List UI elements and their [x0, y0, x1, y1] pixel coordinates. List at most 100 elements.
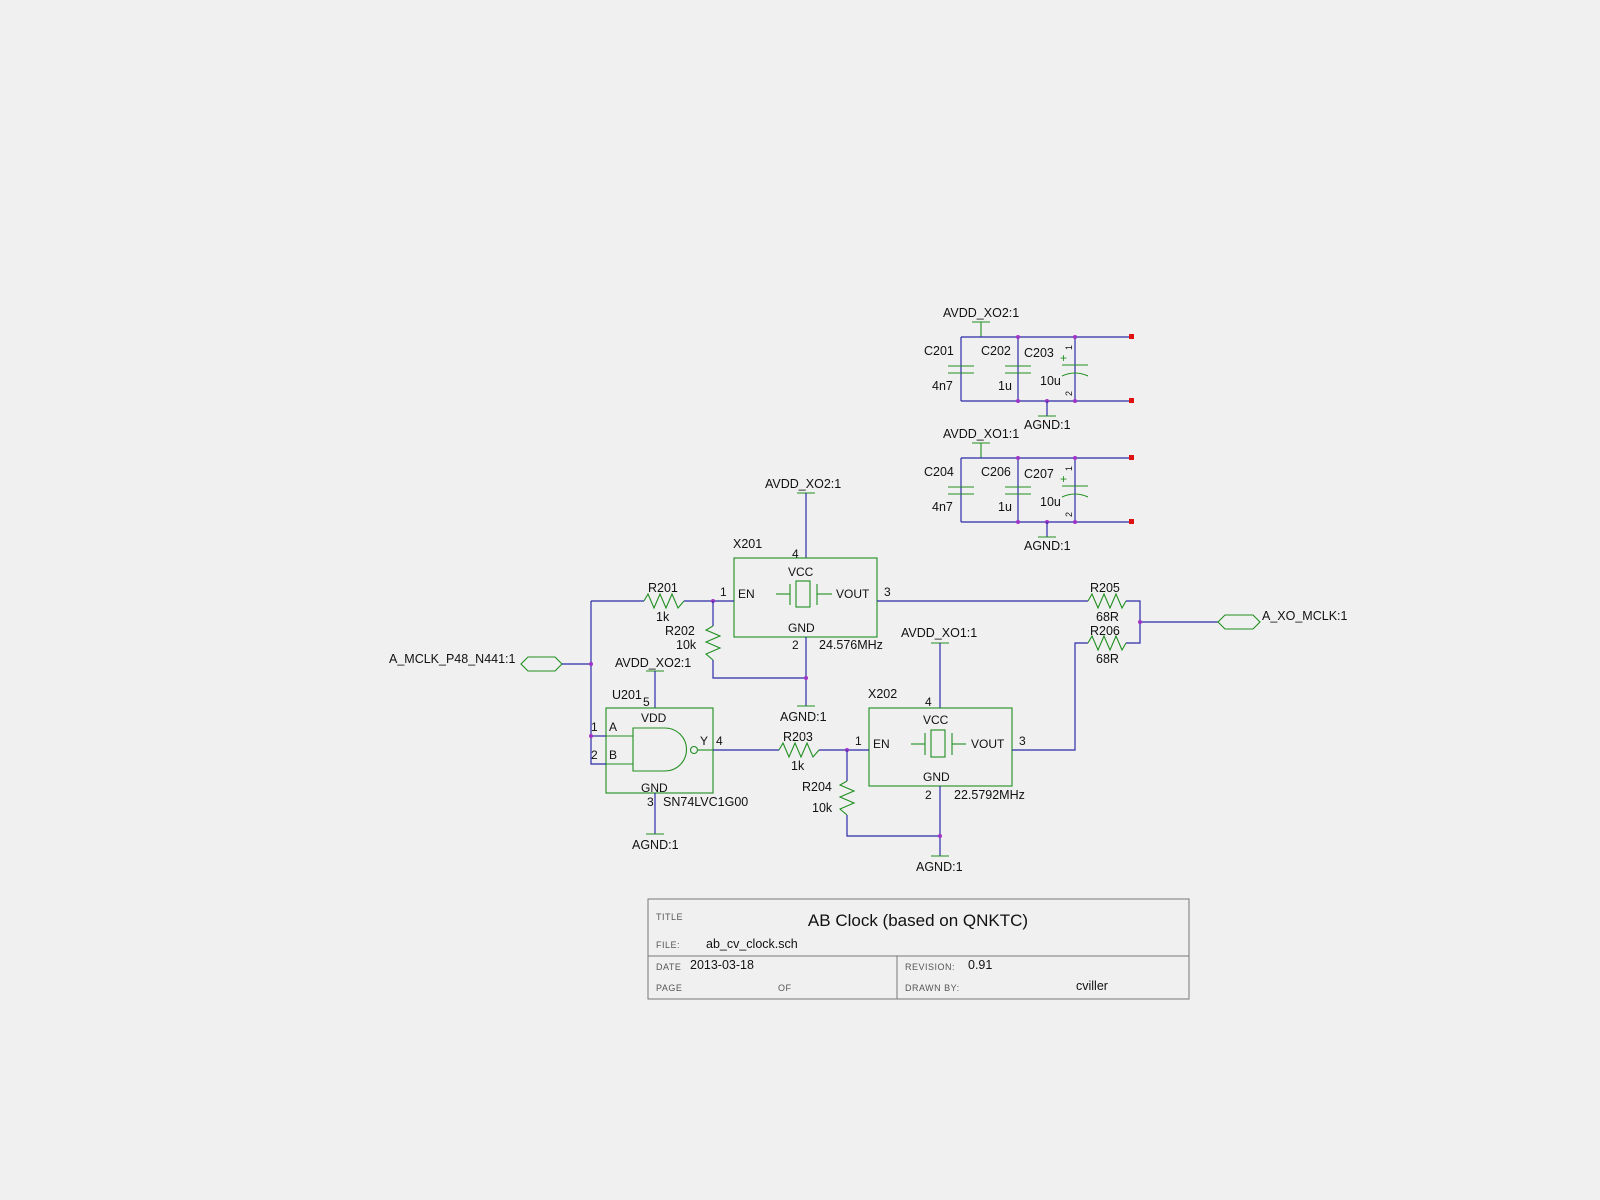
pin-number-c207-1: 1: [1064, 466, 1074, 471]
capacitor-c207: + C207 10u 1 2: [1024, 458, 1089, 522]
value-c203: 10u: [1040, 374, 1061, 388]
ref-x202: X202: [868, 687, 897, 701]
capacitor-c204: C204 4n7: [924, 458, 974, 522]
value-c204: 4n7: [932, 500, 953, 514]
rail-terminal: [1129, 334, 1134, 339]
net-label-agnd-xo2-bank: AGND:1: [1024, 418, 1071, 432]
pin-number-x202-3: 3: [1019, 734, 1026, 748]
value-r206: 68R: [1096, 652, 1119, 666]
pin-number-x201-1: 1: [720, 585, 727, 599]
rail-terminal: [1129, 519, 1134, 524]
net-label-mclk-in: A_MCLK_P48_N441:1: [389, 652, 516, 666]
decoupling-bank-xo2: AVDD_XO2:1 C201 4n7 C202 1u + C: [924, 306, 1134, 432]
drawn-by-value: cviller: [1076, 979, 1108, 993]
value-r203: 1k: [791, 759, 805, 773]
pin-vcc-x201: VCC: [788, 565, 814, 579]
capacitor-c203: + C203 10u 1 2: [1024, 337, 1089, 401]
pin-number-x202-1: 1: [855, 734, 862, 748]
pin-number-c207-2: 2: [1064, 512, 1074, 517]
nand-symbol-icon: [606, 727, 713, 772]
ref-c206: C206: [981, 465, 1011, 479]
page-caption: PAGE: [656, 983, 682, 993]
capacitor-c201: C201 4n7: [924, 337, 974, 401]
capacitor-c206: C206 1u: [981, 458, 1031, 522]
net-label-avdd-xo2-u201: AVDD_XO2:1: [615, 656, 691, 670]
pin-b-u201: B: [609, 748, 617, 762]
revision-value: 0.91: [968, 958, 992, 972]
ref-c204: C204: [924, 465, 954, 479]
ref-x201: X201: [733, 537, 762, 551]
port-connector-icon: [520, 656, 563, 672]
of-caption: OF: [778, 983, 792, 993]
pin-en-x201: EN: [738, 587, 755, 601]
pin-a-u201: A: [609, 720, 617, 734]
ref-r204: R204: [802, 780, 832, 794]
rail-terminal: [1129, 455, 1134, 460]
ref-r206: R206: [1090, 624, 1120, 638]
ref-c207: C207: [1024, 467, 1054, 481]
wire-output-merge: [1126, 600, 1141, 644]
pin-number-x201-2: 2: [792, 638, 799, 652]
pin-number-u201-4: 4: [716, 734, 723, 748]
resistor-r203: R203 1k: [778, 730, 820, 773]
plus-sign-c203: +: [1060, 351, 1067, 365]
pin-vcc-x202: VCC: [923, 713, 949, 727]
freq-x202: 22.5792MHz: [954, 788, 1025, 802]
pin-number-u201-1: 1: [591, 720, 598, 734]
pin-number-c203-1: 1: [1064, 345, 1074, 350]
pin-vout-x201: VOUT: [836, 587, 870, 601]
oscillator-x202: AVDD_XO1:1 X202 4 VCC EN VOUT GND 1 3 2 …: [855, 626, 1026, 874]
pin-vout-x202: VOUT: [971, 737, 1005, 751]
resistor-r204: R204 10k: [802, 750, 940, 837]
net-label-agnd-u201: AGND:1: [632, 838, 679, 852]
pin-number-x201-3: 3: [884, 585, 891, 599]
value-r205: 68R: [1096, 610, 1119, 624]
net-label-avdd-xo1-top: AVDD_XO1:1: [943, 427, 1019, 441]
net-label-avdd-xo2-top: AVDD_XO2:1: [943, 306, 1019, 320]
nand-gate-u201: AVDD_XO2:1 U201 5 VDD A B Y GND 1 2 4 3 …: [591, 656, 748, 852]
ref-c201: C201: [924, 344, 954, 358]
net-label-avdd-xo1-x202: AVDD_XO1:1: [901, 626, 977, 640]
file-caption: FILE:: [656, 940, 680, 950]
value-r201: 1k: [656, 610, 670, 624]
freq-x201: 24.576MHz: [819, 638, 883, 652]
pin-vdd-u201: VDD: [641, 711, 667, 725]
ref-u201: U201: [612, 688, 642, 702]
wire-x202-out: [1012, 642, 1088, 751]
file-name: ab_cv_clock.sch: [706, 937, 798, 951]
date-value: 2013-03-18: [690, 958, 754, 972]
plus-sign-c207: +: [1060, 472, 1067, 486]
title-block: TITLE AB Clock (based on QNKTC) FILE: ab…: [647, 898, 1190, 1000]
pin-gnd-u201: GND: [641, 781, 668, 795]
value-r204: 10k: [812, 801, 833, 815]
crystal-icon: [911, 729, 966, 758]
net-label-agnd-x201: AGND:1: [780, 710, 827, 724]
oscillator-x201: AVDD_XO2:1 X201 4 VCC EN VOUT GND 1 3 2 …: [720, 477, 891, 724]
value-c202: 1u: [998, 379, 1012, 393]
input-port-mclk: A_MCLK_P48_N441:1: [389, 652, 591, 672]
port-connector-icon: [1217, 614, 1261, 630]
value-r202: 10k: [676, 638, 697, 652]
resistor-r206: R206 68R: [1087, 624, 1127, 666]
net-label-avdd-xo2-x201: AVDD_XO2:1: [765, 477, 841, 491]
resistor-r202: R202 10k: [665, 601, 806, 679]
ref-c203: C203: [1024, 346, 1054, 360]
net-label-xo-mclk: A_XO_MCLK:1: [1262, 609, 1348, 623]
pin-number-u201-3: 3: [647, 795, 654, 809]
date-caption: DATE: [656, 962, 681, 972]
part-u201: SN74LVC1G00: [663, 795, 748, 809]
pin-number-x201-4: 4: [792, 547, 799, 561]
pin-en-x202: EN: [873, 737, 890, 751]
resistor-r205: R205 68R: [1087, 581, 1127, 624]
net-label-agnd-x202: AGND:1: [916, 860, 963, 874]
ref-c202: C202: [981, 344, 1011, 358]
ref-r201: R201: [648, 581, 678, 595]
pin-gnd-x202: GND: [923, 770, 950, 784]
pin-y-u201: Y: [700, 734, 708, 748]
title-block-frame: [647, 898, 1190, 1000]
revision-caption: REVISION:: [905, 962, 955, 972]
pin-gnd-x201: GND: [788, 621, 815, 635]
value-c206: 1u: [998, 500, 1012, 514]
drawing-title: AB Clock (based on QNKTC): [808, 911, 1028, 930]
